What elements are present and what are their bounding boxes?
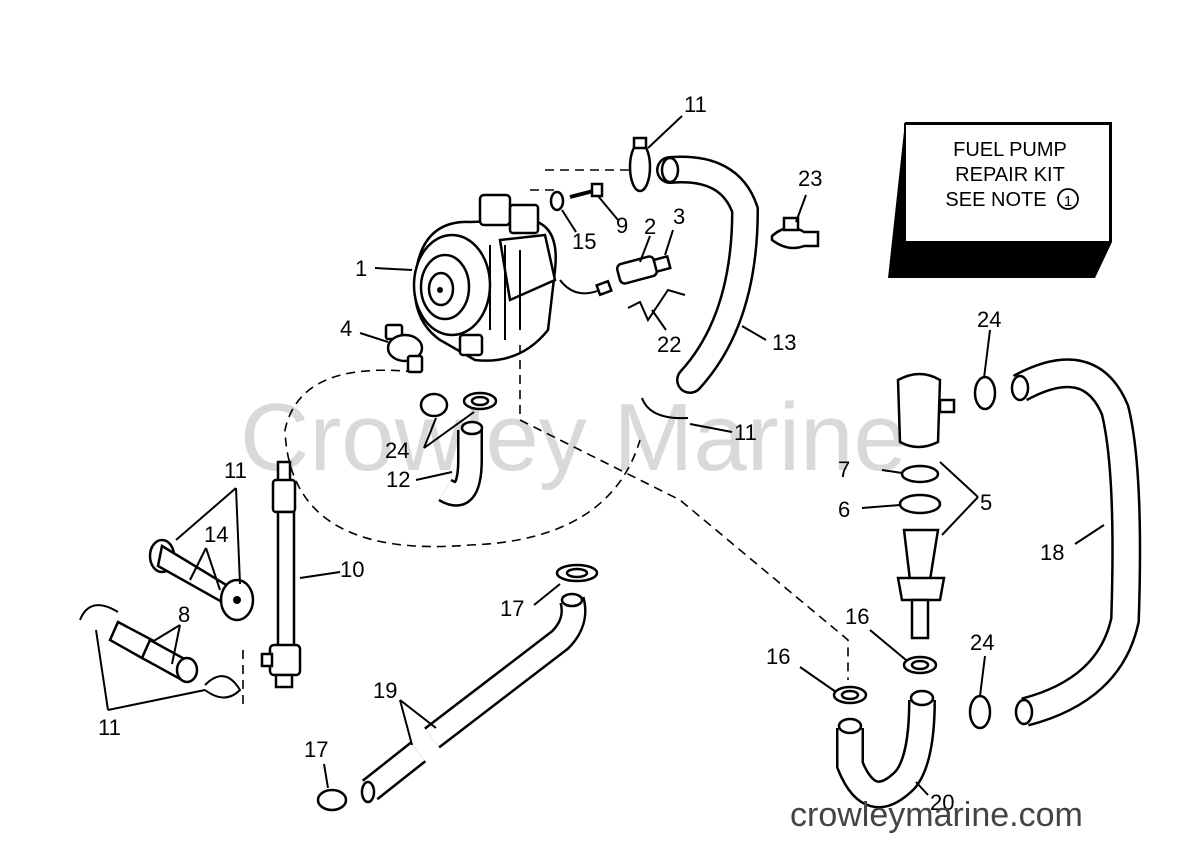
- callout-19: 19: [373, 678, 397, 703]
- clamp-part-16-a: [902, 655, 938, 675]
- callout-22: 22: [657, 332, 681, 357]
- callout-7: 7: [838, 457, 850, 482]
- callout-2: 2: [644, 214, 656, 239]
- callout-18: 18: [1040, 540, 1064, 565]
- clamp-part-11-mid: [641, 397, 689, 420]
- fuel-pump: [412, 193, 557, 362]
- callout-13: 13: [772, 330, 796, 355]
- filter-part-5: [896, 372, 956, 640]
- kit-note-number: 1: [1064, 193, 1072, 210]
- callout-5: 5: [980, 490, 992, 515]
- callout-10: 10: [340, 557, 364, 582]
- clamp-part-24-lower: [968, 694, 992, 730]
- callout-17-upper: 17: [500, 596, 524, 621]
- callout-12: 12: [386, 467, 410, 492]
- callout-23: 23: [798, 166, 822, 191]
- callout-16-upper: 16: [845, 604, 869, 629]
- clamp-part-11-left-b: [204, 675, 242, 699]
- clamp-part-17-upper: [555, 563, 599, 583]
- callout-24-upper: 24: [977, 307, 1001, 332]
- callout-14: 14: [204, 522, 228, 547]
- clamp-part-17-lower: [316, 788, 348, 812]
- watermark-text: Crowley Marine: [240, 384, 907, 491]
- kit-line-3: SEE NOTE: [945, 189, 1046, 211]
- connector-part-23: [770, 216, 820, 250]
- leader-lines: [95, 115, 1105, 796]
- fitting-part-14: [148, 538, 255, 622]
- callout-20: 20: [930, 790, 954, 815]
- note-circle-icon: [1057, 188, 1079, 210]
- screw-part-9: [569, 182, 604, 199]
- callout-11-bottom: 11: [98, 715, 121, 740]
- clamp-part-11-top: [628, 136, 652, 193]
- callout-4: 4: [340, 316, 352, 341]
- fitting-part-4: [384, 323, 424, 374]
- clamp-part-11-left-a: [79, 604, 119, 621]
- o-ring-part-7: [900, 464, 940, 484]
- kit-line-1: FUEL PUMP: [953, 139, 1067, 161]
- callout-17-lower: 17: [304, 737, 328, 762]
- assembly-line-loop: [284, 369, 641, 548]
- clamp-part-24-left: [419, 391, 498, 418]
- callout-11-top: 11: [684, 92, 707, 117]
- connector-part-8: [108, 620, 199, 684]
- callout-11-left: 11: [224, 458, 247, 483]
- sensor-part-2-3: [559, 254, 672, 297]
- assembly-line-diagonal: [519, 345, 849, 680]
- callout-3: 3: [673, 204, 685, 229]
- callout-6: 6: [838, 497, 850, 522]
- callout-1: 1: [355, 256, 367, 281]
- callout-15: 15: [572, 229, 596, 254]
- kit-line-2: REPAIR KIT: [955, 164, 1065, 186]
- filter-part-10: [260, 460, 302, 689]
- callout-11-mid: 11: [734, 420, 757, 445]
- callout-24-lower: 24: [970, 630, 994, 655]
- washer-part-15: [549, 190, 565, 212]
- clip-part-22: [627, 288, 686, 323]
- clamp-part-16-b: [832, 685, 868, 705]
- callout-9: 9: [616, 213, 628, 238]
- callout-24-left: 24: [385, 438, 409, 463]
- repair-kit-box: FUEL PUMP REPAIR KIT SEE NOTE 1: [888, 122, 1112, 278]
- footer-watermark: crowleymarine.com: [790, 796, 1083, 834]
- callout-8: 8: [178, 602, 190, 627]
- clamp-part-24-upper: [973, 375, 997, 411]
- gasket-part-6: [898, 493, 942, 515]
- callout-16-lower: 16: [766, 644, 790, 669]
